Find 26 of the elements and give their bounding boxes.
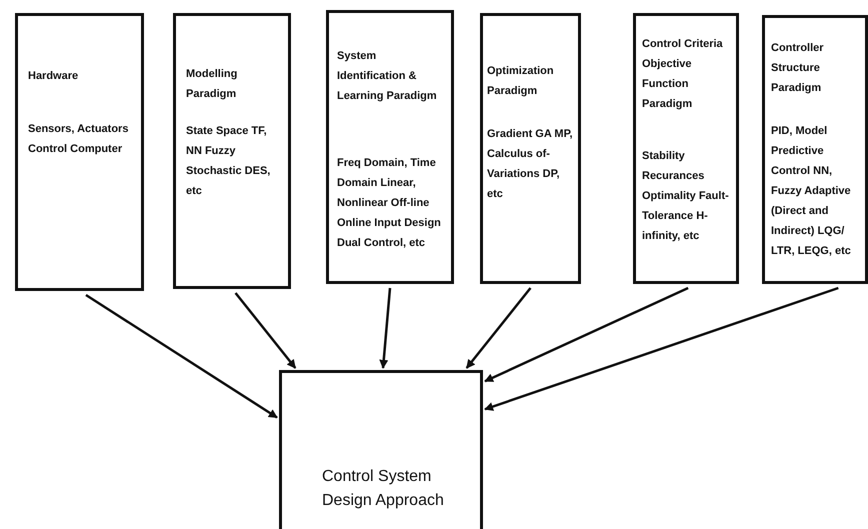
arrow [85,294,278,419]
paradigm-box [762,15,868,284]
result-box [279,370,483,529]
box-heading: System Identification & Learning Paradigm [337,49,438,104]
box-text: Stability Recurances Optimality Fault-Tolerance H-infinity, etc [642,149,730,244]
arrow [234,292,296,369]
box-text: Sensors, Actuators Control Computer [28,122,130,157]
paradigm-box [15,13,144,291]
box-text: PID, Model Predictive Control NN, Fuzzy Adaptive (Direct and Indirect) LQG/ LTR, LEQG, etc [771,124,852,259]
paradigm-box [173,13,291,289]
box-heading: Optimization Paradigm [487,64,555,99]
box-text: Control System Design Approach [322,467,445,511]
arrow [466,287,532,369]
arrow [484,286,689,382]
paradigm-box [480,13,581,284]
paradigm-box [633,13,739,284]
box-heading: Controller Structure Paradigm [771,41,825,96]
paradigm-box [326,10,454,284]
box-heading: Hardware [28,69,80,84]
arrow [379,288,392,369]
box-text: State Space TF, NN Fuzzy Stochastic DES, etc [186,124,272,199]
box-heading: Modelling Paradigm [186,67,238,102]
box-text: Freq Domain, Time Domain Linear, Nonlinear Off-line Online Input Design Dual Control, etc [337,156,442,251]
arrow [484,286,839,411]
box-text: Gradient GA MP, Calculus of-Variations DP, etc [487,127,574,202]
box-heading: Control Criteria Objective Function Paradigm [642,37,724,112]
